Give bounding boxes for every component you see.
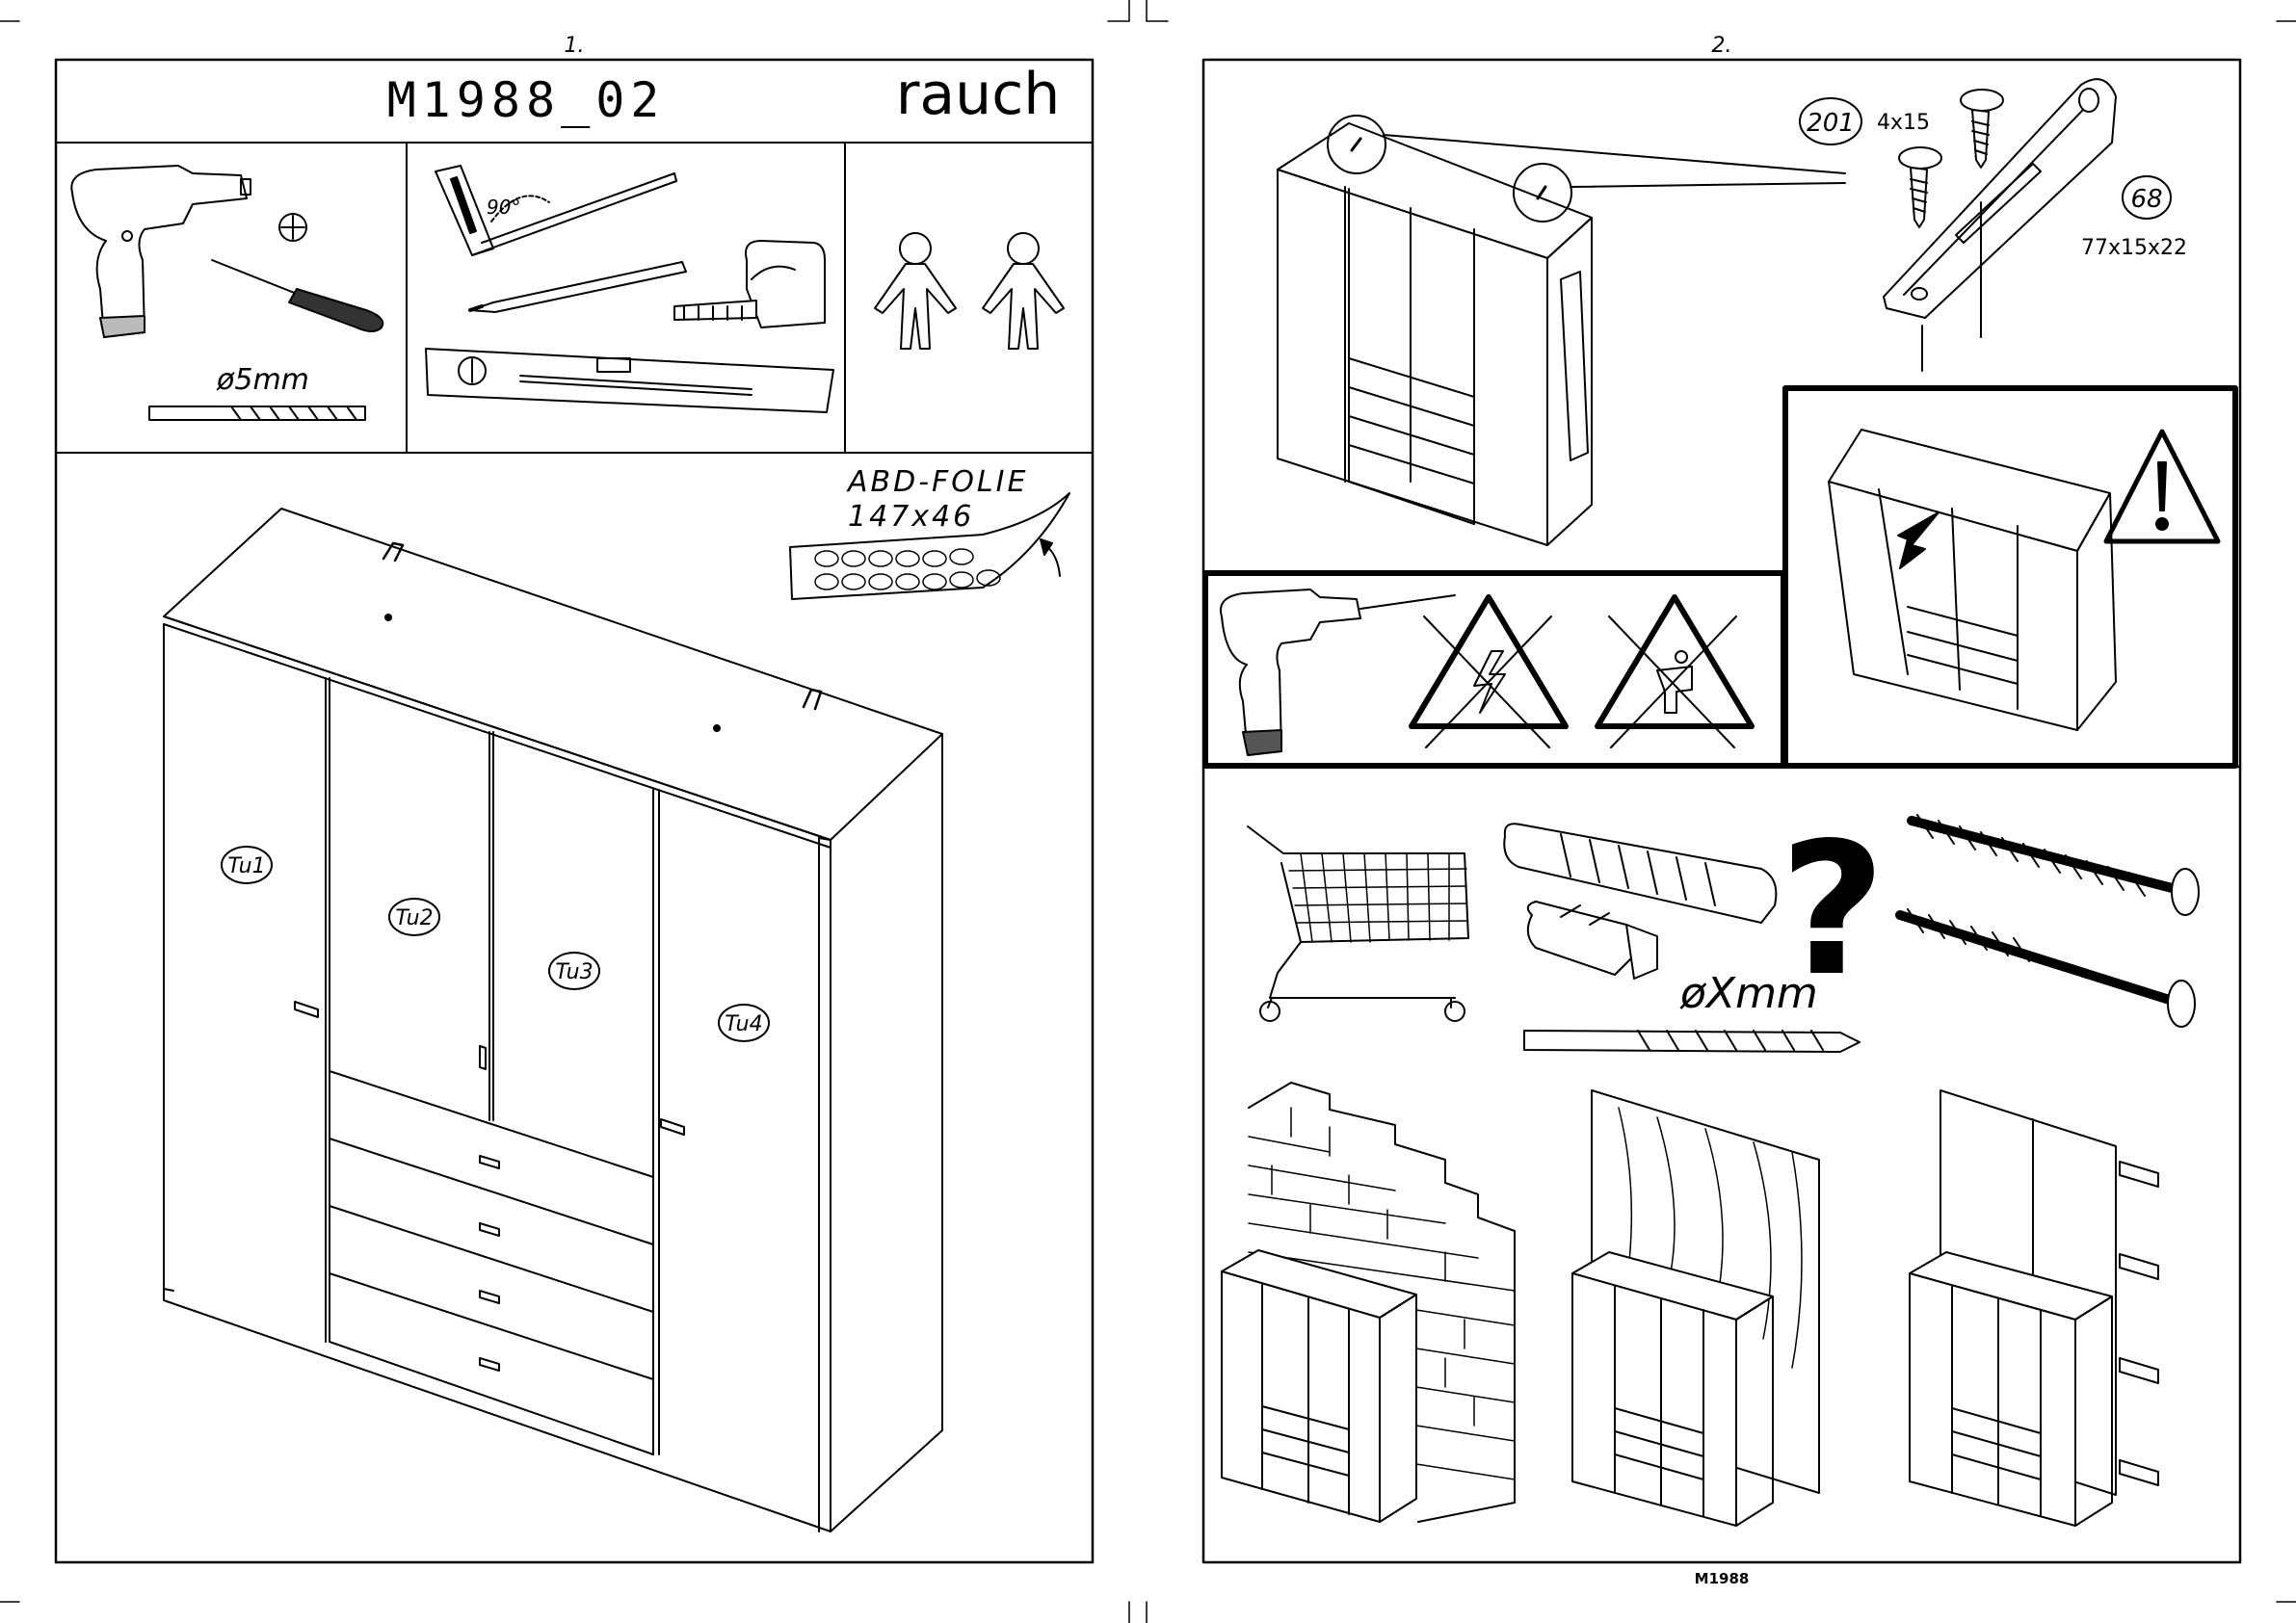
- shopping-cart-icon: [1248, 826, 1468, 1021]
- door-label-tu2: Tu2: [395, 906, 433, 930]
- angle-label: 90°: [487, 196, 520, 219]
- no-water-pipe-icon: [1597, 597, 1752, 747]
- door-label-tu1: Tu1: [227, 854, 265, 878]
- drill-bit-icon: [149, 406, 365, 420]
- bracket-part-number: 68: [2130, 185, 2162, 214]
- cordless-drill-icon: [71, 166, 251, 337]
- wall-plug-icon: [1504, 824, 1776, 979]
- phillips-bit-icon: [279, 214, 306, 241]
- wardrobe-illustration: [164, 509, 942, 1531]
- film-size: 147x46: [848, 500, 974, 534]
- film-label: ABD-FOLIE: [846, 465, 1028, 499]
- screw-part-number: 201: [1807, 109, 1855, 138]
- two-persons-icon: [875, 233, 1064, 349]
- footer-doc-code: M1988: [1695, 1570, 1750, 1587]
- drill-bit-size: ø5mm: [216, 363, 309, 397]
- long-screw-icon: [1900, 815, 2199, 1027]
- brick-wall-illustration: [1222, 1083, 1515, 1522]
- tape-measure-icon: [674, 241, 825, 327]
- pencil-icon: [470, 262, 686, 312]
- wardrobe-with-level-illustration: [1278, 116, 1845, 545]
- panel-wall-illustration: [1910, 1090, 2158, 1526]
- page-number-2: 2.: [1712, 34, 1732, 58]
- try-square-icon: [435, 166, 676, 255]
- spirit-level-icon: [426, 349, 833, 412]
- masonry-drill-bit-icon: [1524, 1031, 1860, 1052]
- screw-size: 4x15: [1877, 111, 1930, 135]
- door-label-tu3: Tu3: [555, 960, 593, 984]
- tipping-wardrobe-illustration: [1829, 430, 2116, 730]
- page-number-1: 1.: [565, 34, 585, 58]
- model-code: M1988_02: [387, 72, 666, 128]
- door-label-tu4: Tu4: [725, 1012, 762, 1036]
- brand-logo: rauch: [896, 61, 1060, 128]
- warning-triangle-icon: [2106, 432, 2218, 541]
- screwdriver-icon: [212, 260, 383, 331]
- drill-icon: [1221, 589, 1455, 755]
- wooden-wall-illustration: [1572, 1090, 1819, 1526]
- plug-drill-size: øXmm: [1679, 969, 1818, 1018]
- bracket-size: 77x15x22: [2081, 236, 2187, 260]
- no-electric-cable-icon: [1412, 597, 1566, 747]
